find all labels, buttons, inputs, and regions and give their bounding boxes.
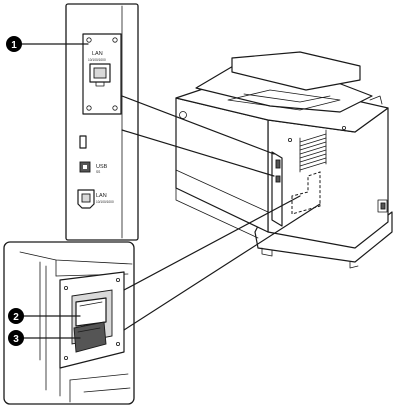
usb-port: USB SS (79, 161, 108, 174)
interface-card (73, 321, 107, 353)
zoom-line-bottom-2 (123, 203, 321, 331)
zoom-line-bottom-1 (123, 195, 301, 291)
lan-card: LAN 10/100/1000 (82, 33, 122, 115)
callout-3: 3 (8, 330, 81, 346)
lan-bottom-port: LAN 10/100/1000 (77, 189, 114, 209)
zoom-line-top-2 (121, 129, 275, 177)
slot-outline-dashed (291, 171, 321, 215)
usb-sublabel: SS (96, 170, 100, 174)
printer-illustration (175, 51, 393, 269)
usb-label: USB (96, 164, 108, 170)
interface-slot-detail-panel (3, 241, 135, 405)
callout-2: 2 (8, 308, 81, 324)
callout-1: 1 (6, 36, 89, 52)
lan-top-sublabel: 10/100/1000 (88, 58, 106, 62)
lan-bottom-label: LAN (96, 193, 107, 199)
vent-grille (299, 129, 327, 173)
callout-3-number: 3 (13, 334, 19, 345)
lan-bottom-sublabel: 10/100/1000 (96, 200, 114, 204)
callout-1-number: 1 (11, 40, 17, 51)
zoom-line-top-1 (121, 95, 275, 155)
callout-2-number: 2 (13, 312, 19, 323)
small-slot (79, 135, 87, 149)
lan-top-label: LAN (92, 51, 103, 57)
rear-port-detail-panel: LAN 10/100/1000 USB SS LAN 10/100/1000 (65, 3, 139, 241)
